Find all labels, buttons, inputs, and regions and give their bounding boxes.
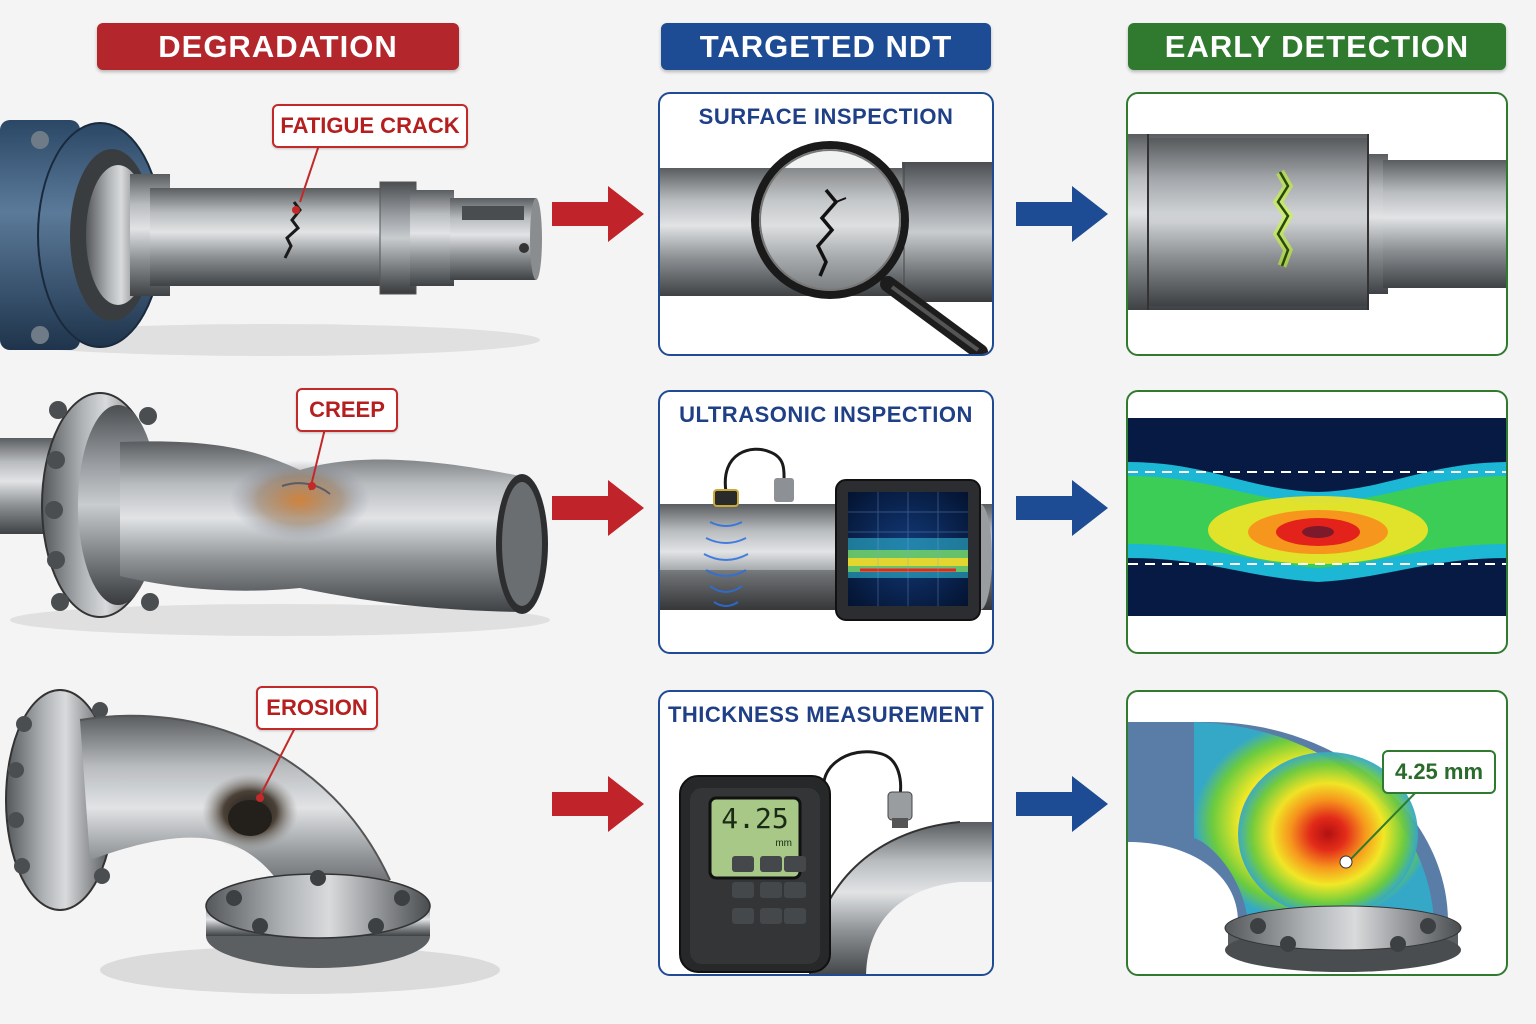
crack-detection-panel xyxy=(1126,92,1508,356)
targeted-ndt-header: TARGETED NDT xyxy=(661,23,991,70)
surface-inspection-title: SURFACE INSPECTION xyxy=(698,104,954,129)
thickness-measurement-panel: THICKNESS MEASUREMENT 4.25 mm xyxy=(658,690,994,976)
fatigue-crack-callout: FATIGUE CRACK xyxy=(272,104,468,148)
surface-inspection-panel: SURFACE INSPECTION xyxy=(658,92,994,356)
thickness-value-callout: 4.25 mm xyxy=(1382,750,1496,794)
thickness-map-panel: 4.25 mm xyxy=(1126,690,1508,976)
ultrasonic-inspection-panel: ULTRASONIC INSPECTION xyxy=(658,390,994,654)
gauge-reading: 4.25 xyxy=(721,802,789,835)
creep-pipe-illustration xyxy=(0,380,560,650)
thickness-probe-icon xyxy=(887,791,913,821)
gauge-unit: mm xyxy=(775,838,792,849)
arrow-right-icon xyxy=(1016,186,1108,242)
arrow-right-icon xyxy=(1016,480,1108,536)
ultrasonic-probe-icon xyxy=(713,489,739,507)
degradation-header: DEGRADATION xyxy=(97,23,459,70)
early-detection-header: EARLY DETECTION xyxy=(1128,23,1506,70)
arrow-right-icon xyxy=(552,776,644,832)
shaft-illustration xyxy=(0,90,560,370)
arrow-right-icon xyxy=(1016,776,1108,832)
erosion-callout: EROSION xyxy=(256,686,378,730)
highlighted-crack xyxy=(1276,171,1290,267)
erosion-elbow-illustration xyxy=(0,670,560,1010)
arrow-right-icon xyxy=(552,480,644,536)
arrow-right-icon xyxy=(552,186,644,242)
ultrasonic-inspection-title: ULTRASONIC INSPECTION xyxy=(679,402,973,427)
thickness-measurement-title: THICKNESS MEASUREMENT xyxy=(667,702,985,727)
magnifier-icon xyxy=(751,141,909,299)
creep-callout: CREEP xyxy=(296,388,398,432)
creep-heatmap-panel xyxy=(1126,390,1508,654)
